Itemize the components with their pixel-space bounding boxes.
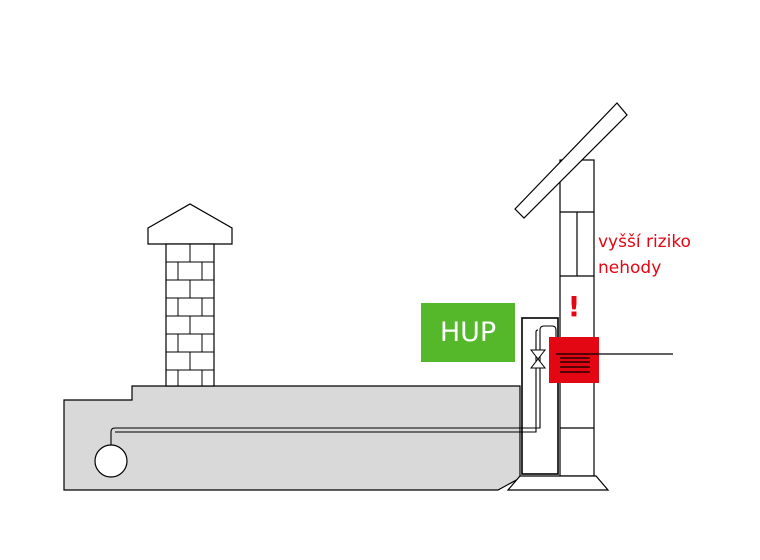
risk-label: vyšší riziko nehody (598, 229, 748, 281)
ground (63, 385, 521, 491)
pipe-through-wall (556, 353, 673, 373)
wall-footing (506, 475, 610, 491)
hup-label: HUP (439, 317, 497, 348)
warning-mark: ! (567, 290, 581, 323)
building-wall (506, 159, 610, 491)
risk-label-line2: nehody (598, 258, 662, 278)
risk-label-line1: vyšší riziko (598, 232, 691, 252)
gas-connection-ball (94, 444, 128, 478)
risk-zone-highlight (549, 337, 599, 383)
chimney-bricks (166, 244, 214, 386)
chimney (147, 203, 233, 387)
gas-pipe (110, 325, 560, 447)
chimney-cap (147, 203, 233, 245)
roof-slab (514, 102, 628, 219)
valve-icon (529, 349, 547, 369)
roof (514, 102, 628, 219)
hup-badge-bg (421, 303, 515, 362)
